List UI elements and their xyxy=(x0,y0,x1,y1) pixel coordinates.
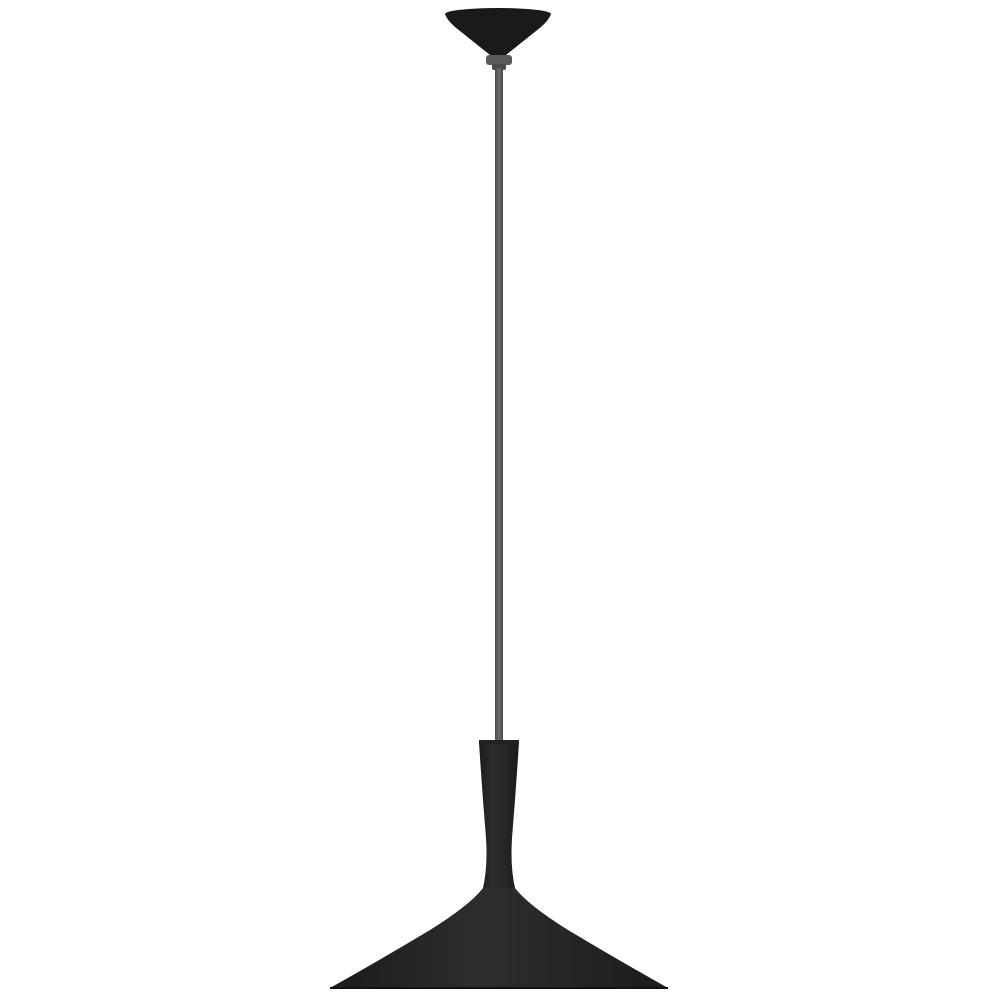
lamp-shade xyxy=(330,888,668,989)
shade-neck xyxy=(479,740,519,892)
ceiling-canopy xyxy=(445,8,551,58)
canopy-coupling xyxy=(486,55,512,70)
suspension-rod xyxy=(495,68,503,744)
